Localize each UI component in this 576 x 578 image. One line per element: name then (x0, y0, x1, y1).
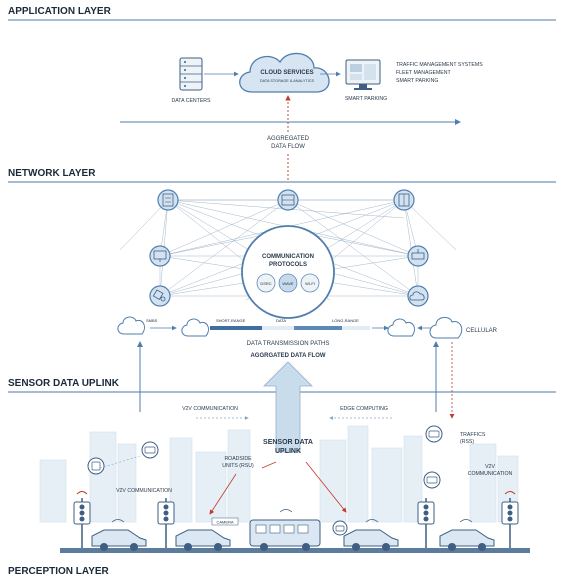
camera-badge-icon (332, 520, 348, 536)
system-item-1: TRAFFIC MANAGEMENT SYSTEMS (396, 62, 483, 68)
protocol-wifi-badge (300, 273, 320, 293)
aggregated-flow-title: AGGRGATED DATA FLOW (250, 353, 325, 359)
long-range-label: LONG-RANGE (332, 318, 359, 323)
traffic-light-right-1 (417, 498, 435, 548)
roadside-arrow (209, 473, 237, 515)
uplink-to-car-arrow (305, 461, 347, 513)
network-node-cloud (407, 285, 429, 307)
mid-cloud-icon (181, 318, 209, 337)
network-layer-title: NETWORK LAYER (8, 168, 96, 179)
smart-parking-label: SMART PARKING (345, 96, 387, 102)
protocol-dsrc-badge (256, 273, 276, 293)
cellular-cloud-icon (429, 317, 463, 339)
v2v-left-label: V2V COMMUNICATION (116, 488, 172, 494)
application-layer-title: APPLICATION LAYER (8, 6, 112, 17)
cloud-services-subtitle: DATA STORAGE & ANALYTICS (260, 79, 315, 83)
car-1 (91, 519, 147, 551)
protocol-dsrc: DSRC (260, 281, 271, 286)
perception-layer-title: PERCEPTION LAYER (8, 566, 110, 577)
road (60, 548, 530, 553)
rss-icon (425, 425, 443, 443)
city-skyline (39, 425, 519, 523)
roadside-label-2: UNITS (RSU) (222, 463, 254, 469)
right-cloud-icon (387, 318, 415, 337)
cellular-label: CELLULAR (466, 328, 498, 334)
system-item-3: SMART PARKING (396, 78, 438, 84)
traffic-light-right-2 (501, 491, 519, 548)
aggregated-label-1: AGGREGATED (267, 136, 310, 142)
aggregated-label-2: DATA FLOW (271, 144, 305, 150)
traffics-label-2: (RSS) (460, 439, 474, 445)
network-node-satellite (149, 285, 171, 307)
long-range-segment (294, 326, 342, 330)
cloud-services-title: CLOUD SERVICES (260, 70, 313, 76)
server-icon (179, 57, 203, 91)
car-2 (175, 517, 239, 551)
protocol-wave: WAVE (282, 281, 294, 286)
uplink-left-tick (261, 461, 277, 469)
small-left-label: SMBS (146, 318, 158, 323)
protocols-title-2: PROTOCOLS (269, 262, 307, 268)
car-4 (439, 519, 495, 551)
bus (249, 509, 321, 551)
camera-label: CAMERA (216, 520, 233, 525)
rsu-camera-icon (141, 441, 159, 459)
protocol-wave-badge (278, 273, 298, 293)
protocols-circle (241, 225, 335, 319)
data-segment-label: DATA (276, 318, 286, 323)
network-node-router (407, 245, 429, 267)
v2v-left-link (99, 455, 141, 469)
traffic-light-mid (157, 498, 175, 548)
left-cloud-icon (117, 316, 145, 335)
paths-title: DATA TRANSMISSION PATHS (247, 341, 330, 347)
uplink-layer-title: SENSOR DATA UPLINK (8, 378, 120, 389)
car-3 (343, 519, 399, 551)
aggregated-label-bg (262, 132, 314, 152)
network-node-monitor (149, 245, 171, 267)
v2v-top-label: V2V COMMUNICATION (182, 406, 238, 412)
traffics-label-1: TRAFFICS (460, 432, 486, 438)
roadside-label-1: ROADSIDE (224, 456, 252, 462)
data-centers-label: DATA CENTERS (171, 98, 211, 104)
v2v-right-label-1: V2V (485, 464, 495, 470)
sensor-title-1: SENSOR DATA (263, 439, 313, 446)
rss-lower-icon (423, 471, 441, 489)
rsu-left-icon (87, 457, 105, 475)
short-range-segment (210, 326, 262, 330)
monitor-icon (345, 59, 381, 90)
sensor-title-2: UPLINK (275, 448, 301, 455)
network-node-building (157, 189, 179, 211)
paths-track (210, 326, 370, 330)
network-node-server (277, 189, 299, 211)
v2v-right-label-2: COMMUNICATION (468, 471, 513, 477)
traffic-light-left (73, 491, 91, 548)
cloud-icon (239, 52, 330, 93)
network-node-tower (393, 189, 415, 211)
protocols-title-1: COMMUNICATION (262, 254, 314, 260)
short-range-label: SHORT-RANGE (216, 318, 246, 323)
sensor-uplink-arrow (263, 361, 313, 453)
system-item-2: FLEET MANAGEMENT (396, 70, 451, 76)
protocol-wifi: WI-FI (305, 281, 315, 286)
edge-computing-label: EDGE COMPUTING (340, 406, 388, 412)
